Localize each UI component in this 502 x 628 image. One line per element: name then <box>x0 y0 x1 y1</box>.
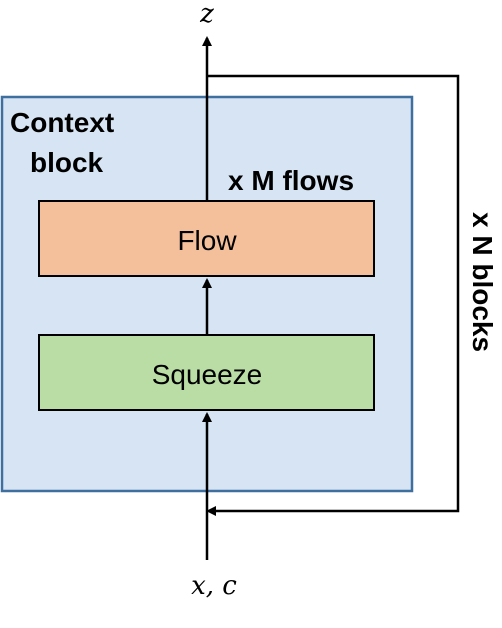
block-loop-arrowhead <box>206 506 216 516</box>
squeeze-box-label: Squeeze <box>152 359 263 390</box>
output-label: z <box>199 0 214 29</box>
flow-box-label: Flow <box>177 225 237 256</box>
context-block-label-line2: block <box>30 147 104 178</box>
flow-box <box>38 200 375 277</box>
input-label: x, c <box>191 571 237 601</box>
block-repeat-label: x N blocks <box>467 212 498 352</box>
block-loop-path <box>207 74 460 513</box>
flow-repeat-label: x M flows <box>228 165 354 196</box>
context-block-label-line1: Context <box>10 107 114 138</box>
